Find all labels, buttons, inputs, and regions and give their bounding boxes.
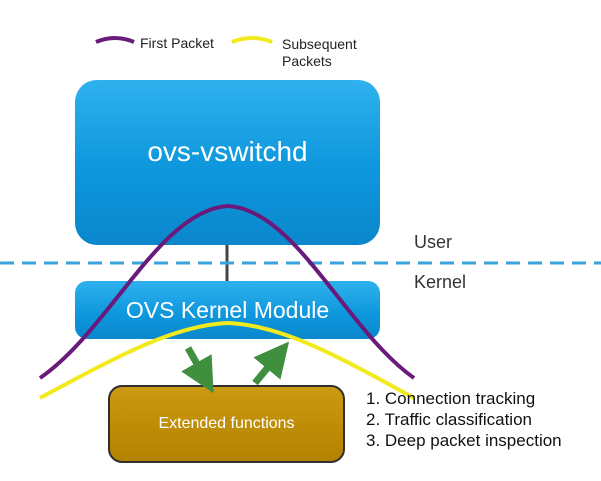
function-item-connection-tracking: 1. Connection tracking xyxy=(366,389,536,408)
extended-functions-label: Extended functions xyxy=(158,415,295,432)
legend-first-packet-label: First Packet xyxy=(140,35,214,51)
legend-subsequent-packets-label: Subsequent Packets xyxy=(282,36,357,69)
function-item-traffic-classification: 2. Traffic classification xyxy=(366,410,532,429)
ovs-vswitchd-box: ovs-vswitchd xyxy=(75,80,380,245)
arrow-to-extended-functions xyxy=(181,346,214,394)
extended-functions-box: Extended functions xyxy=(108,385,345,463)
user-space-label: User xyxy=(414,232,453,252)
extended-functions-list: 1. Connection tracking 2. Traffic classi… xyxy=(366,388,562,451)
subsequent-packets-curve xyxy=(39,320,415,400)
kernel-space-label: Kernel xyxy=(414,272,467,292)
ovs-vswitchd-label: ovs-vswitchd xyxy=(147,135,308,167)
function-item-deep-packet-inspection: 3. Deep packet inspection xyxy=(366,431,562,450)
legend-first-packet-swatch xyxy=(95,36,135,44)
arrow-from-extended-functions xyxy=(252,341,290,386)
ovs-kernel-module-box: OVS Kernel Module xyxy=(75,281,380,339)
first-packet-curve xyxy=(38,203,416,380)
ovs-kernel-module-label: OVS Kernel Module xyxy=(125,296,330,323)
legend-subsequent-packets-swatch xyxy=(231,36,273,44)
